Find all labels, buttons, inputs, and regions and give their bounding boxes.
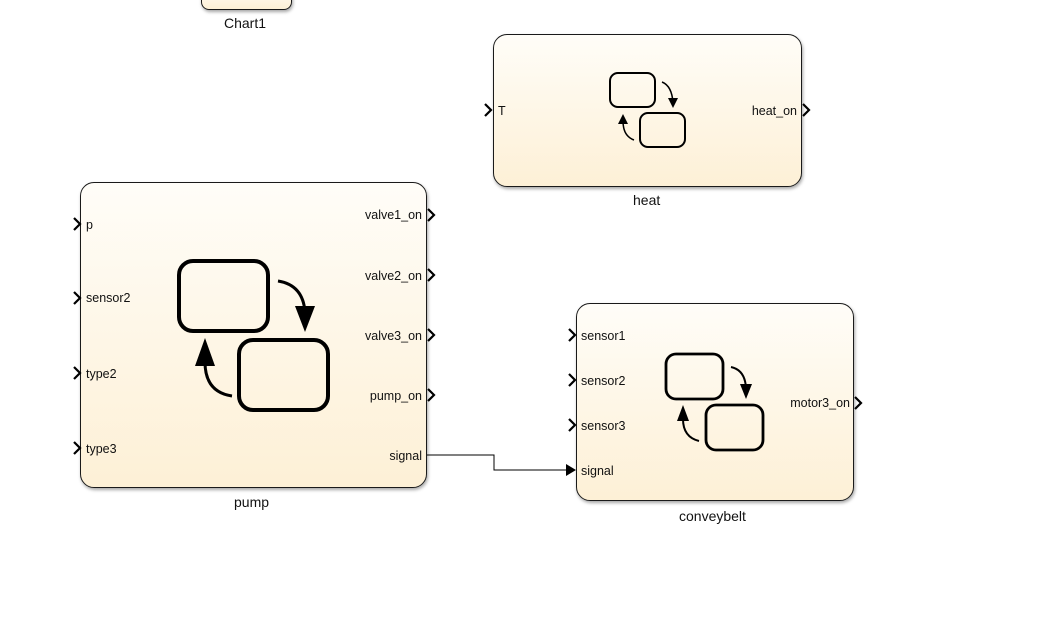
pump-block[interactable] [80, 182, 427, 488]
signal-connection-line[interactable] [427, 454, 576, 476]
pump-input-type3-port-icon[interactable] [73, 441, 82, 455]
pump-state-chart-icon [177, 259, 330, 412]
pump-output-signal-label: signal [389, 449, 422, 463]
pump-output-pump-on-label: pump_on [369, 389, 422, 403]
conveybelt-input-sensor1-label: sensor1 [581, 329, 626, 343]
pump-input-type2-port-icon[interactable] [73, 366, 82, 380]
pump-input-p-port-icon[interactable] [73, 217, 82, 231]
conveybelt-input-sensor2-port-icon[interactable] [568, 373, 577, 387]
pump-input-p-label: p [86, 218, 93, 232]
pump-input-type2-label: type2 [86, 367, 117, 381]
conveybelt-input-sensor3-label: sensor3 [581, 419, 626, 433]
conveybelt-input-sensor2-label: sensor2 [581, 374, 626, 388]
heat-input-t-label: T [498, 104, 506, 118]
pump-output-valve3-on-port-icon[interactable] [427, 328, 436, 342]
pump-input-sensor2-port-icon[interactable] [73, 291, 82, 305]
conveybelt-state-chart-icon [664, 352, 765, 452]
pump-block-name: pump [234, 494, 270, 510]
heat-output-heat-on-port-icon[interactable] [802, 103, 811, 117]
conveybelt-input-sensor3-port-icon[interactable] [568, 418, 577, 432]
heat-output-heat-on-label: heat_on [751, 104, 797, 118]
conveybelt-block[interactable] [576, 303, 854, 501]
conveybelt-output-motor3-on-label: motor3_on [790, 396, 850, 410]
conveybelt-block-name: conveybelt [679, 508, 746, 524]
conveybelt-output-motor3-on-port-icon[interactable] [854, 396, 863, 410]
heat-input-t-port-icon[interactable] [484, 103, 493, 117]
pump-output-valve3-on-label: valve3_on [365, 329, 422, 343]
pump-output-valve2-on-port-icon[interactable] [427, 268, 436, 282]
pump-input-sensor2-label: sensor2 [86, 291, 131, 305]
conveybelt-input-signal-label: signal [581, 464, 614, 478]
pump-output-pump-on-port-icon[interactable] [427, 388, 436, 402]
pump-output-valve1-on-port-icon[interactable] [427, 208, 436, 222]
pump-output-valve2-on-label: valve2_on [365, 269, 422, 283]
chart1-block-name: Chart1 [224, 15, 267, 31]
pump-output-valve1-on-label: valve1_on [365, 208, 422, 222]
pump-input-type3-label: type3 [86, 442, 117, 456]
heat-block[interactable] [493, 34, 802, 187]
conveybelt-input-sensor1-port-icon[interactable] [568, 328, 577, 342]
heat-state-chart-icon [609, 72, 686, 148]
heat-block-name: heat [633, 192, 661, 208]
